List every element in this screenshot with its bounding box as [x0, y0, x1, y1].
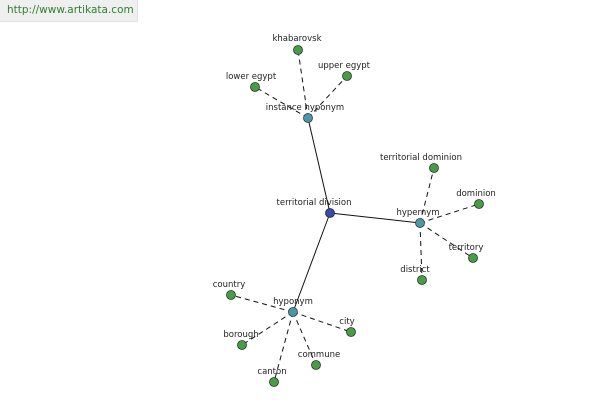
- edge-hyponym-to-canton: [273, 311, 294, 383]
- site-url-link[interactable]: http://www.artikata.com: [0, 0, 138, 22]
- label-hypernym[interactable]: hypernym: [396, 208, 439, 218]
- graph-edges: [230, 49, 480, 383]
- edge-hyponym-to-country: [230, 294, 294, 313]
- label-dominion[interactable]: dominion: [456, 189, 496, 199]
- node-district[interactable]: [417, 275, 427, 285]
- label-upper-egypt[interactable]: upper egypt: [318, 61, 371, 71]
- edge-hypernym-to-district: [419, 222, 423, 281]
- edge-instance-hyponym-to-khabarovsk: [297, 49, 309, 119]
- label-canton[interactable]: canton: [257, 367, 286, 377]
- node-hyponym[interactable]: [288, 307, 298, 317]
- label-commune[interactable]: commune: [298, 350, 340, 360]
- edge-hyponym-to-commune: [292, 311, 317, 366]
- edge-hyponym-to-city: [292, 311, 352, 333]
- label-lower-egypt[interactable]: lower egypt: [226, 72, 277, 82]
- graph-nodes: [226, 45, 484, 387]
- label-root[interactable]: territorial division: [277, 198, 352, 208]
- label-instance-hyponym[interactable]: instance hyponym: [266, 103, 344, 113]
- label-hyponym[interactable]: hyponym: [273, 297, 313, 307]
- node-territory[interactable]: [468, 253, 478, 263]
- label-city[interactable]: city: [339, 317, 354, 327]
- node-dominion[interactable]: [474, 199, 484, 209]
- node-lower-egypt[interactable]: [250, 82, 260, 92]
- label-country[interactable]: country: [213, 280, 246, 290]
- graph-labels: territorial division instance hyponym khab…: [213, 34, 496, 377]
- node-khabarovsk[interactable]: [293, 45, 303, 55]
- node-hypernym[interactable]: [415, 218, 425, 228]
- edge-root-to-instance-hyponym: [307, 117, 331, 214]
- edge-hypernym-to-territory: [419, 222, 474, 259]
- node-city[interactable]: [346, 327, 356, 337]
- edge-hypernym-to-territorial-dominion: [419, 167, 435, 224]
- edge-instance-hyponym-to-upper-egypt: [307, 75, 348, 119]
- node-canton[interactable]: [269, 377, 279, 387]
- node-instance-hyponym[interactable]: [303, 113, 313, 123]
- edge-hyponym-to-borough: [241, 311, 294, 346]
- node-territorial-dominion[interactable]: [429, 163, 439, 173]
- node-root-territorial-division[interactable]: [325, 208, 335, 218]
- edge-instance-hyponym-to-lower-egypt: [254, 86, 309, 119]
- label-territory[interactable]: territory: [449, 243, 484, 253]
- label-district[interactable]: district: [400, 265, 430, 275]
- node-commune[interactable]: [311, 360, 321, 370]
- edge-hypernym-to-dominion: [419, 203, 480, 224]
- label-territorial-dominion[interactable]: territorial dominion: [380, 153, 462, 163]
- label-borough[interactable]: borough: [223, 330, 258, 340]
- edge-root-to-hyponym: [292, 212, 331, 313]
- node-upper-egypt[interactable]: [342, 71, 352, 81]
- node-country[interactable]: [226, 290, 236, 300]
- edge-root-to-hypernym: [329, 212, 421, 224]
- node-borough[interactable]: [237, 340, 247, 350]
- label-khabarovsk[interactable]: khabarovsk: [272, 34, 321, 44]
